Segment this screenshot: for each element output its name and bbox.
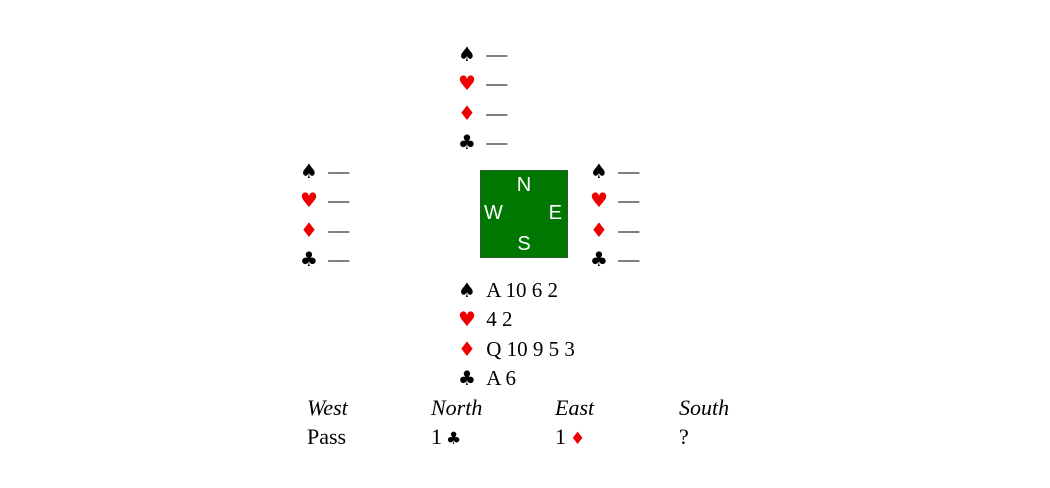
spades-icon: ♠ [458, 278, 476, 302]
compass-west: W [484, 202, 503, 224]
north-diamonds-cards: — [486, 100, 508, 125]
south-diamonds-row: ♦ Q 10 9 5 3 [453, 335, 575, 364]
auction-header-east: East [555, 395, 595, 420]
diamonds-icon: ♦ [590, 217, 608, 242]
west-hearts-cards: — [328, 188, 350, 213]
auction-bid: 1♦ [555, 422, 679, 454]
clubs-icon: ♣ [458, 365, 476, 390]
south-hearts-row: ♥ 4 2 [453, 305, 575, 334]
west-hearts-row: ♥ — [295, 186, 349, 215]
auction-header-row: West North East South [307, 393, 803, 422]
east-spades-cards: — [618, 159, 640, 183]
hearts-icon: ♥ [458, 307, 476, 332]
clubs-icon: ♣ [300, 246, 318, 271]
east-diamonds-row: ♦ — [585, 216, 639, 245]
hearts-icon: ♥ [590, 188, 608, 213]
auction-header-south: South [679, 395, 730, 420]
south-spades-cards: A 10 6 2 [486, 278, 559, 302]
diamonds-icon: ♦ [570, 429, 586, 449]
north-diamonds-row: ♦ — [453, 99, 507, 128]
diamonds-icon: ♦ [458, 100, 476, 125]
hearts-icon: ♥ [300, 188, 318, 213]
east-spades-row: ♠ — [585, 157, 639, 186]
auction-bid: Pass [307, 422, 431, 451]
east-diamonds-cards: — [618, 217, 640, 242]
bid-level: ? [679, 424, 689, 449]
auction-header-west: West [307, 395, 348, 420]
west-diamonds-row: ♦ — [295, 216, 349, 245]
east-hearts-cards: — [618, 188, 640, 213]
north-clubs-row: ♣ — [453, 128, 507, 157]
north-hearts-cards: — [486, 71, 508, 96]
spades-icon: ♠ [300, 159, 318, 183]
south-diamonds-cards: Q 10 9 5 3 [486, 336, 575, 361]
compass-table: N W E S [480, 170, 568, 258]
north-hand: ♠ —♥ —♦ —♣ — [453, 40, 507, 157]
clubs-icon: ♣ [458, 129, 476, 154]
east-clubs-row: ♣ — [585, 245, 639, 274]
auction-bid: ? [679, 422, 803, 451]
north-clubs-cards: — [486, 129, 508, 154]
east-hearts-row: ♥ — [585, 186, 639, 215]
hearts-icon: ♥ [458, 71, 476, 96]
north-spades-row: ♠ — [453, 40, 507, 69]
south-spades-row: ♠ A 10 6 2 [453, 276, 575, 305]
diamonds-icon: ♦ [300, 217, 318, 242]
east-clubs-cards: — [618, 246, 640, 271]
bid-level: 1 [555, 424, 566, 449]
south-hearts-cards: 4 2 [486, 307, 513, 332]
north-hearts-row: ♥ — [453, 69, 507, 98]
auction-bid: 1♣ [431, 422, 555, 454]
spades-icon: ♠ [458, 42, 476, 66]
clubs-icon: ♣ [446, 429, 462, 449]
bid-level: Pass [307, 424, 347, 449]
south-hand: ♠ A 10 6 2♥ 4 2♦ Q 10 9 5 3♣ A 6 [453, 276, 575, 393]
north-spades-cards: — [486, 42, 508, 66]
compass-east: E [548, 202, 562, 224]
south-clubs-cards: A 6 [486, 365, 517, 390]
west-diamonds-cards: — [328, 217, 350, 242]
diamonds-icon: ♦ [458, 336, 476, 361]
clubs-icon: ♣ [590, 246, 608, 271]
auction-header-north: North [431, 395, 483, 420]
west-spades-row: ♠ — [295, 157, 349, 186]
east-hand: ♠ —♥ —♦ —♣ — [585, 157, 639, 274]
west-clubs-row: ♣ — [295, 245, 349, 274]
bid-level: 1 [431, 424, 442, 449]
compass-north: N [516, 174, 532, 196]
south-clubs-row: ♣ A 6 [453, 364, 575, 393]
west-clubs-cards: — [328, 246, 350, 271]
west-spades-cards: — [328, 159, 350, 183]
spades-icon: ♠ [590, 159, 608, 183]
west-hand: ♠ —♥ —♦ —♣ — [295, 157, 349, 274]
compass-south: S [517, 233, 531, 255]
